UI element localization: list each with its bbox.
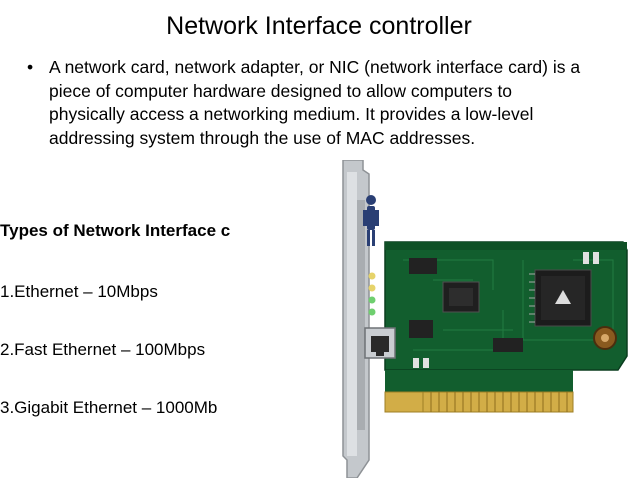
secondary-chip bbox=[442, 281, 480, 313]
bullet-text: A network card, network adapter, or NIC … bbox=[49, 57, 581, 148]
ethernet-port-icon bbox=[364, 327, 396, 359]
bullet-marker: • bbox=[27, 57, 34, 77]
capacitor-icons bbox=[413, 252, 599, 368]
brand-logo-icon bbox=[363, 195, 379, 246]
types-list: Types of Network Interface c 1.Ethernet … bbox=[0, 220, 282, 419]
status-led-icons bbox=[368, 272, 376, 316]
list-item: 1.Ethernet – 10Mbps bbox=[0, 282, 158, 301]
types-heading: Types of Network Interface c bbox=[0, 221, 231, 240]
network-card-image bbox=[342, 160, 628, 478]
inductor-coil-icon bbox=[593, 326, 617, 350]
small-chip bbox=[409, 258, 523, 352]
metal-bracket bbox=[342, 160, 370, 478]
controller-chip bbox=[529, 269, 592, 327]
list-item: 2.Fast Ethernet – 100Mbps bbox=[0, 340, 206, 359]
slide-title: Network Interface controller bbox=[166, 12, 472, 40]
pci-edge-connector bbox=[384, 391, 574, 413]
list-item: 3.Gigabit Ethernet – 1000Mb bbox=[0, 398, 218, 417]
